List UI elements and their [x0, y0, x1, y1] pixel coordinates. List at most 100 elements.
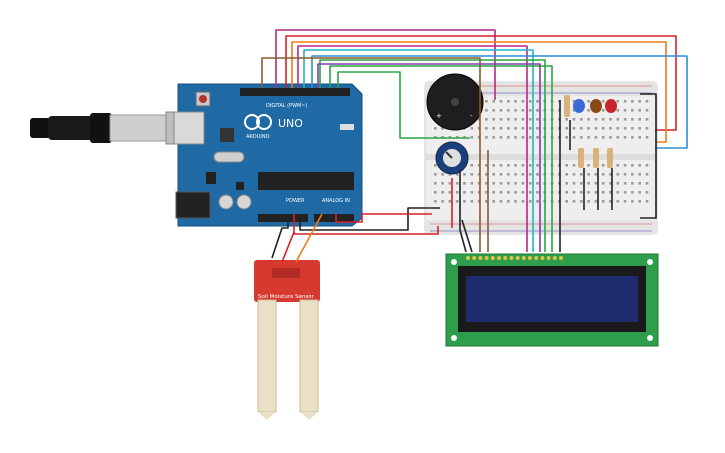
breadboard-hole — [514, 136, 517, 139]
breadboard-hole — [594, 127, 598, 130]
breadboard-hole — [463, 200, 466, 203]
breadboard-hole — [645, 200, 649, 203]
breadboard-hole — [477, 127, 481, 130]
breadboard-hole — [536, 173, 539, 176]
breadboard-hole — [492, 109, 495, 112]
breadboard-hole — [631, 191, 634, 194]
breadboard-hole — [623, 191, 627, 194]
breadboard-hole — [580, 127, 583, 130]
lcd-pin — [546, 256, 551, 260]
wire-black — [640, 93, 657, 219]
breadboard-hole — [477, 173, 481, 176]
lcd-pin — [534, 256, 539, 260]
breadboard-hole — [572, 182, 576, 185]
breadboard-hole — [594, 173, 598, 176]
breadboard-hole — [528, 118, 532, 121]
breadboard-hole — [616, 200, 620, 203]
breadboard-hole — [528, 164, 532, 167]
breadboard-hole — [528, 200, 532, 203]
breadboard-hole — [470, 191, 474, 194]
led-blue — [573, 99, 585, 113]
leds — [573, 99, 617, 113]
breadboard-hole — [609, 191, 612, 194]
breadboard-hole — [645, 109, 649, 112]
breadboard-hole — [587, 118, 590, 121]
breadboard-hole — [631, 100, 634, 103]
breadboard-hole — [507, 164, 510, 167]
breadboard-hole — [521, 191, 525, 194]
arduino-model: UNO — [278, 117, 303, 130]
breadboard-hole — [536, 182, 539, 185]
breadboard-hole — [645, 182, 649, 185]
breadboard-hole — [565, 118, 568, 121]
breadboard-hole — [609, 136, 612, 139]
breadboard-hole — [536, 191, 539, 194]
breadboard-hole — [601, 136, 605, 139]
breadboard-hole — [521, 182, 525, 185]
breadboard-hole — [434, 200, 437, 203]
breadboard-hole — [594, 191, 598, 194]
breadboard-hole — [572, 100, 576, 103]
breadboard-hole — [565, 164, 568, 167]
digital-header — [240, 88, 350, 96]
breadboard-hole — [638, 100, 641, 103]
breadboard-hole — [645, 127, 649, 130]
breadboard-hole — [492, 182, 495, 185]
wire-red — [293, 214, 439, 235]
breadboard-hole — [521, 118, 525, 121]
breadboard-hole — [463, 191, 466, 194]
breadboard-hole — [623, 200, 627, 203]
lcd-pin — [478, 256, 483, 260]
breadboard-hole — [499, 136, 503, 139]
breadboard-hole — [623, 182, 627, 185]
breadboard-hole — [631, 127, 634, 130]
breadboard-hole — [616, 100, 620, 103]
potentiometer-icon[interactable] — [435, 141, 469, 175]
breadboard-hole — [616, 109, 620, 112]
breadboard-hole — [485, 127, 488, 130]
breadboard-hole — [455, 191, 459, 194]
wire-black — [271, 214, 289, 259]
breadboard-hole — [631, 173, 634, 176]
breadboard-hole — [536, 118, 539, 121]
wire-red — [335, 213, 432, 223]
breadboard-hole — [463, 182, 466, 185]
breadboard-hole — [434, 127, 437, 130]
breadboard-hole — [492, 200, 495, 203]
breadboard-hole — [609, 182, 612, 185]
lcd-pin — [552, 256, 557, 260]
breadboard-hole — [514, 173, 517, 176]
breadboard-hole — [441, 191, 444, 194]
breadboard-hole — [470, 182, 474, 185]
breadboard-hole — [477, 164, 481, 167]
breadboard-hole — [638, 164, 641, 167]
buzzer-minus: - — [470, 112, 473, 120]
breadboard-hole — [594, 200, 598, 203]
breadboard-hole — [507, 118, 510, 121]
power-header — [258, 214, 308, 222]
breadboard-hole — [485, 109, 488, 112]
buzzer-plus: + — [436, 112, 442, 120]
breadboard-hole — [507, 127, 510, 130]
breadboard-hole — [601, 118, 605, 121]
breadboard-hole — [623, 164, 627, 167]
breadboard-hole — [572, 164, 576, 167]
breadboard-hole — [601, 182, 605, 185]
breadboard-hole — [514, 182, 517, 185]
breadboard-hole — [638, 109, 641, 112]
breadboard-hole — [441, 200, 444, 203]
breadboard-hole — [623, 127, 627, 130]
breadboard-hole — [499, 100, 503, 103]
breadboard-hole — [645, 164, 649, 167]
breadboard-hole — [536, 136, 539, 139]
breadboard-hole — [645, 173, 649, 176]
breadboard-hole — [492, 118, 495, 121]
wire-blue — [311, 55, 688, 149]
breadboard-hole — [499, 200, 503, 203]
breadboard-hole — [638, 127, 641, 130]
breadboard-hole — [565, 200, 568, 203]
breadboard-hole — [448, 200, 452, 203]
breadboard-hole — [638, 191, 641, 194]
breadboard-hole — [623, 100, 627, 103]
